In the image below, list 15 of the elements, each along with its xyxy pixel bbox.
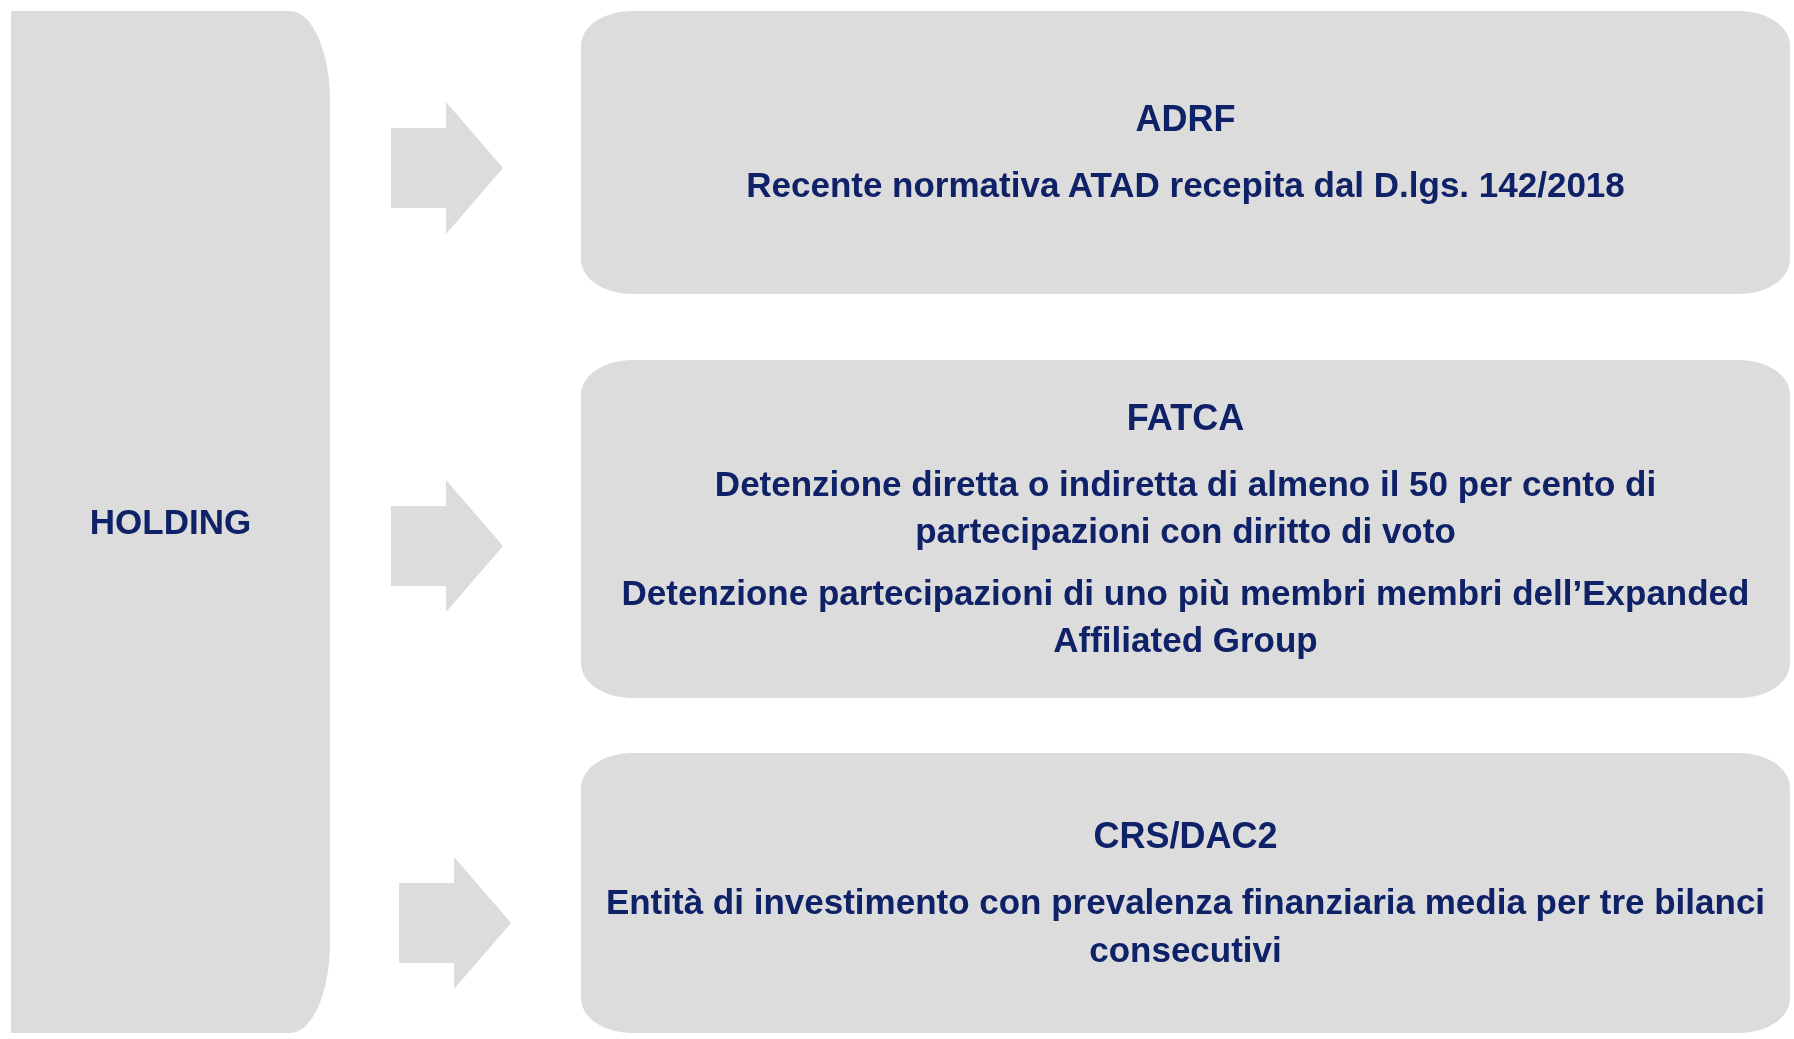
block-arrow — [391, 102, 503, 234]
box-text: Detenzione diretta o indiretta di almeno il 50 per cento di partecipazioni con diritto di voto — [713, 463, 1658, 553]
holding-panel — [11, 11, 330, 1033]
box-text: Recente normativa ATAD recepita dal D.lgs. 142/2018 — [746, 164, 1625, 207]
box-heading: ADRF — [1135, 97, 1236, 142]
block-arrow — [399, 857, 511, 989]
box-text: Entità di investimento con prevalenza finanziaria media per tre bilanci consecutivi — [605, 881, 1766, 971]
info-box — [581, 753, 1790, 1033]
box-text: Detenzione partecipazioni di uno più membri membri dell’Expanded Affiliated Group — [620, 571, 1751, 661]
box-heading: FATCA — [1126, 396, 1245, 440]
box-heading: CRS/DAC2 — [1093, 814, 1278, 859]
info-box — [581, 11, 1790, 294]
node-label: HOLDING — [89, 502, 252, 542]
block-arrow — [391, 480, 503, 612]
info-box — [581, 360, 1790, 698]
